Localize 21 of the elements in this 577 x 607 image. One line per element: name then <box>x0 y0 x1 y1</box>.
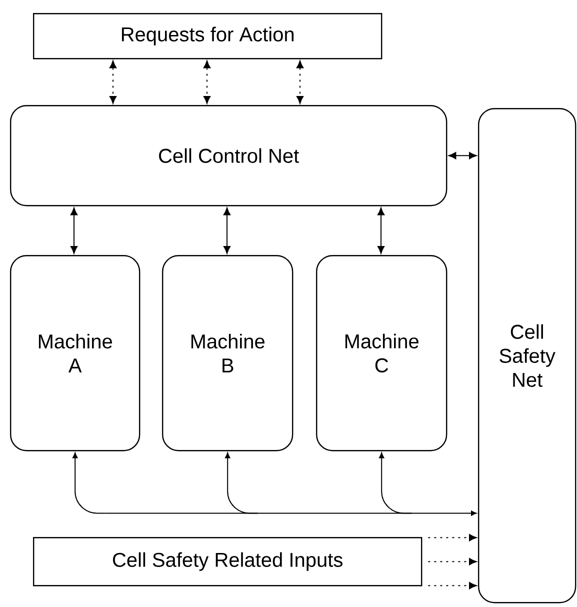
arrow <box>109 60 117 104</box>
arrow <box>428 534 477 542</box>
arrow <box>104 510 477 516</box>
arrow <box>225 452 258 514</box>
arrow <box>223 207 231 254</box>
rounded-box: Cell Safety Net <box>478 108 576 604</box>
arrow <box>428 558 477 566</box>
arrow <box>377 207 385 254</box>
rounded-box: Machine C <box>316 255 448 452</box>
box: Cell Safety Related Inputs <box>33 537 422 586</box>
arrow <box>379 452 412 514</box>
arrow <box>296 60 304 104</box>
arrow <box>448 152 477 160</box>
arrow <box>428 582 477 590</box>
rounded-box: Machine B <box>162 255 294 452</box>
arrow <box>203 60 211 104</box>
arrow <box>72 452 106 514</box>
arrow <box>70 207 78 254</box>
rounded-box: Cell Control Net <box>10 105 448 206</box>
rounded-box: Machine A <box>10 255 140 452</box>
box: Requests for Action <box>33 13 382 60</box>
